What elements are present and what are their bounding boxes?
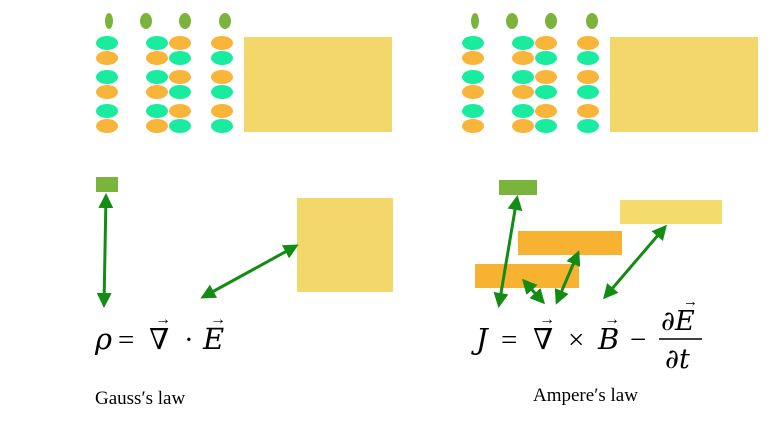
teal-charge bbox=[462, 36, 484, 50]
arrow bbox=[521, 278, 546, 305]
orange-charge bbox=[169, 36, 191, 50]
nabla-symbol: ∇ bbox=[533, 324, 553, 356]
orange-charge bbox=[211, 70, 233, 84]
teal-charge bbox=[535, 119, 557, 133]
dot-operator: · bbox=[184, 324, 194, 356]
orange-charge bbox=[462, 51, 484, 65]
arrow bbox=[554, 250, 581, 305]
yellow-bar bbox=[620, 200, 722, 224]
orange-charge bbox=[211, 36, 233, 50]
arrow bbox=[493, 195, 523, 308]
teal-charge bbox=[211, 85, 233, 99]
sand-block bbox=[244, 37, 392, 132]
teal-charge bbox=[535, 85, 557, 99]
orange-charge bbox=[169, 70, 191, 84]
orange-charge bbox=[96, 119, 118, 133]
teal-charge bbox=[211, 51, 233, 65]
sand-block bbox=[297, 198, 393, 292]
ampere-equation: J = ∇ → × B → − ∂E → ∂t bbox=[471, 294, 702, 375]
orange-charge bbox=[535, 36, 557, 50]
teal-charge bbox=[577, 119, 599, 133]
orange-charge bbox=[96, 51, 118, 65]
orange-charge bbox=[577, 104, 599, 118]
orange-charge bbox=[462, 85, 484, 99]
orange-charge bbox=[146, 51, 168, 65]
orange-charge bbox=[146, 85, 168, 99]
equals-sign: = bbox=[501, 324, 517, 356]
teal-charge bbox=[96, 104, 118, 118]
orange-charge bbox=[211, 104, 233, 118]
teal-charge bbox=[512, 70, 534, 84]
teal-charge bbox=[462, 104, 484, 118]
teal-charge bbox=[169, 85, 191, 99]
sand-block bbox=[610, 37, 758, 132]
teal-charge bbox=[462, 70, 484, 84]
orange-charge bbox=[512, 85, 534, 99]
teal-charge bbox=[146, 36, 168, 50]
left-charge-grid bbox=[96, 13, 233, 133]
orange-charge bbox=[512, 51, 534, 65]
teal-charge bbox=[169, 51, 191, 65]
green-dot bbox=[586, 13, 598, 29]
green-dot bbox=[471, 13, 479, 29]
nabla-symbol: ∇ bbox=[149, 324, 169, 356]
orange-charge bbox=[577, 36, 599, 50]
rho-symbol: ρ bbox=[94, 322, 112, 356]
teal-charge bbox=[512, 36, 534, 50]
j-symbol: J bbox=[471, 322, 489, 356]
orange-charge bbox=[577, 70, 599, 84]
orange-charge bbox=[512, 119, 534, 133]
orange-charge bbox=[146, 119, 168, 133]
teal-charge bbox=[577, 85, 599, 99]
gauss-equation: ρ = ∇ → · E → bbox=[94, 311, 226, 356]
teal-charge bbox=[535, 51, 557, 65]
orange-bar bbox=[518, 231, 622, 255]
green-bar bbox=[499, 180, 537, 195]
equals-sign: = bbox=[118, 324, 134, 356]
teal-charge bbox=[169, 119, 191, 133]
teal-charge bbox=[512, 104, 534, 118]
fraction-denominator: ∂t bbox=[665, 344, 690, 375]
orange-charge bbox=[96, 85, 118, 99]
green-dot bbox=[179, 13, 191, 29]
vector-arrow: → bbox=[539, 311, 555, 328]
cross-operator: × bbox=[568, 324, 584, 356]
vector-arrow: → bbox=[210, 311, 226, 328]
green-dot bbox=[545, 13, 557, 29]
vector-arrow: → bbox=[155, 311, 171, 328]
arrow bbox=[96, 193, 114, 308]
ampere-caption: Ampere′s law bbox=[533, 385, 638, 406]
right-charge-grid bbox=[462, 13, 599, 133]
green-square bbox=[96, 177, 118, 192]
green-dot bbox=[219, 13, 231, 29]
vector-arrow: → bbox=[604, 311, 620, 328]
teal-charge bbox=[211, 119, 233, 133]
teal-charge bbox=[146, 104, 168, 118]
arrow bbox=[200, 244, 299, 299]
teal-charge bbox=[96, 70, 118, 84]
teal-charge bbox=[146, 70, 168, 84]
green-dot bbox=[105, 13, 113, 29]
green-dot bbox=[506, 13, 518, 29]
teal-charge bbox=[96, 36, 118, 50]
green-dot bbox=[140, 13, 152, 29]
fraction-numerator: ∂E bbox=[661, 306, 695, 337]
minus-sign: − bbox=[630, 324, 646, 356]
gauss-caption: Gauss′s law bbox=[95, 388, 185, 409]
orange-charge bbox=[535, 104, 557, 118]
orange-charge bbox=[169, 104, 191, 118]
e-symbol: E bbox=[202, 322, 224, 356]
orange-charge bbox=[535, 70, 557, 84]
orange-charge bbox=[462, 119, 484, 133]
vector-arrow: → bbox=[683, 294, 698, 310]
arrow bbox=[603, 224, 667, 300]
b-symbol: B bbox=[597, 322, 619, 356]
teal-charge bbox=[577, 51, 599, 65]
